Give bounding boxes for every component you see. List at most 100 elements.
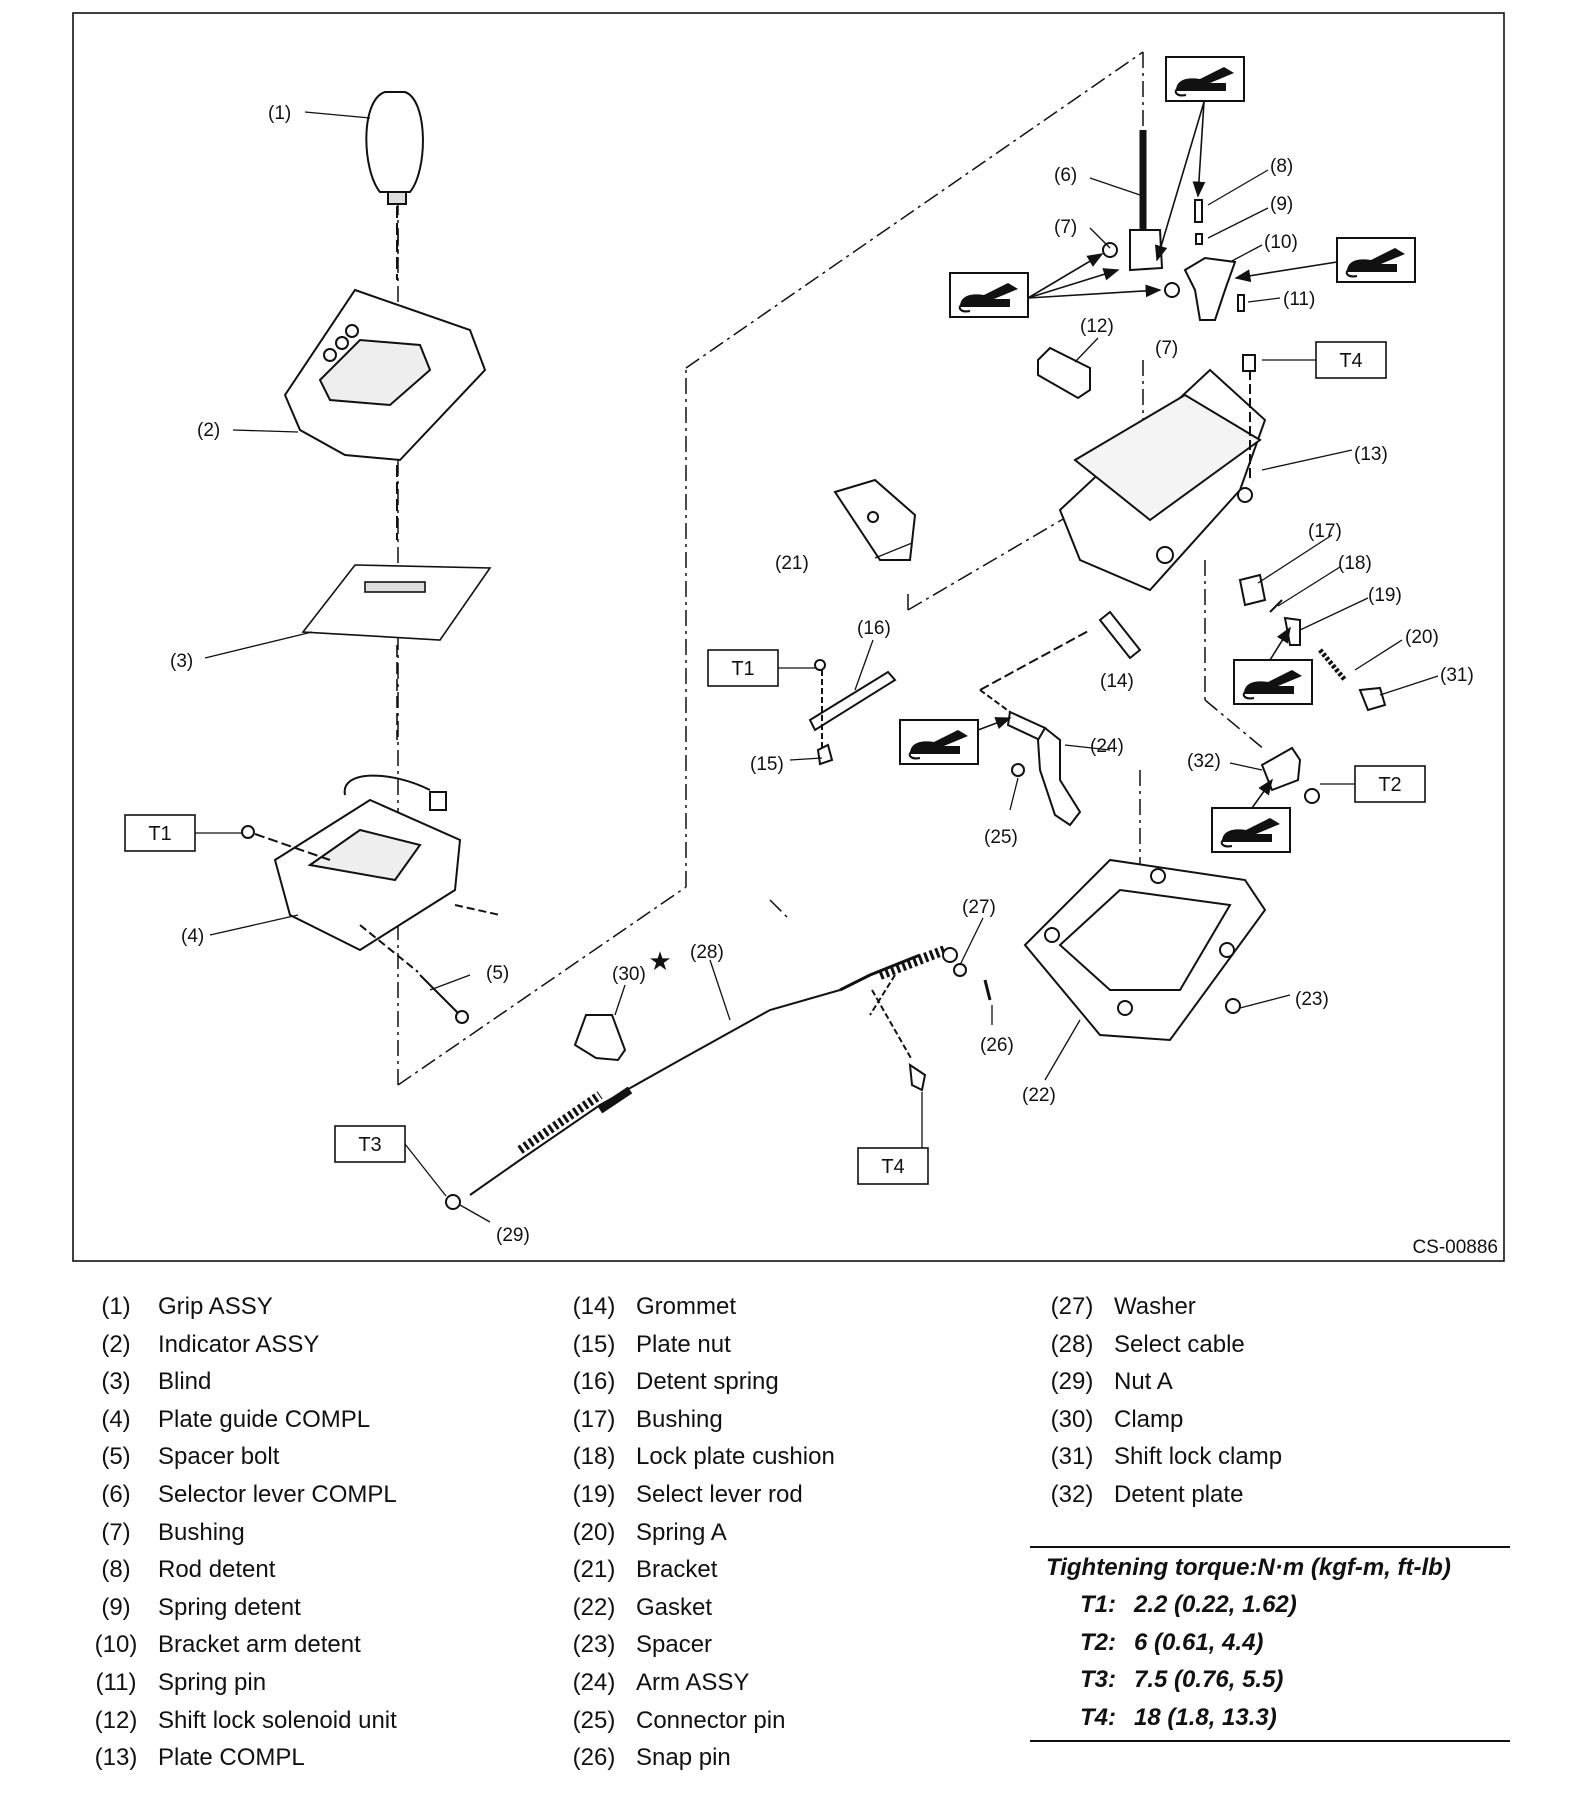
legend-row: (3) Blind xyxy=(80,1363,397,1401)
callout-label: (19) xyxy=(1368,585,1402,606)
callout-label: (12) xyxy=(1080,316,1114,337)
callout-label: (2) xyxy=(197,420,220,441)
legend-number: (18) xyxy=(572,1443,616,1471)
legend-number: (7) xyxy=(101,1518,131,1546)
torque-row: T4: 18 (1.8, 13.3) xyxy=(1030,1699,1510,1737)
legend-row: (30)Clamp xyxy=(1036,1401,1282,1439)
legend-number: (4) xyxy=(101,1405,131,1433)
legend-row: (22)Gasket xyxy=(558,1589,835,1627)
legend-column: (1)Grip ASSY (2)Indicator ASSY (3)Blind … xyxy=(80,1288,397,1777)
star-mark: ★ xyxy=(648,946,671,976)
spacer-bolt-part xyxy=(359,904,501,1024)
callout-label: (8) xyxy=(1270,156,1293,177)
callout-label: (16) xyxy=(857,618,891,639)
callout-label: (22) xyxy=(1022,1085,1056,1106)
legend-part-name: Grommet xyxy=(636,1293,737,1320)
legend-number: (3) xyxy=(101,1368,131,1396)
legend-number: (6) xyxy=(101,1480,131,1508)
legend-part-name: Select lever rod xyxy=(636,1480,803,1508)
torque-boxes: T1 T1 T2 T3 T4 T4 xyxy=(124,341,1426,1197)
legend-row: (32)Detent plate xyxy=(1036,1476,1282,1514)
shift-lock-solenoid-part xyxy=(1037,346,1091,400)
legend-part-name: Selector lever COMPL xyxy=(158,1480,397,1508)
legend-number: (27) xyxy=(1050,1293,1094,1320)
detent-spring-part xyxy=(808,659,897,766)
legend-number: (24) xyxy=(572,1668,616,1696)
legend-number: (30) xyxy=(1050,1405,1094,1433)
legend-column: (14)Grommet (15)Plate nut (16)Detent spr… xyxy=(558,1288,835,1777)
torque-row: T3:7.5 (0.76, 5.5) xyxy=(1030,1661,1510,1699)
legend-number: (13) xyxy=(94,1744,138,1772)
legend-number: (32) xyxy=(1050,1480,1094,1508)
tightening-torque-table: Tightening torque:N·m (kgf-m, ft-lb) T1:… xyxy=(1030,1546,1510,1743)
torque-value: 18 (1.8, 13.3) xyxy=(1134,1703,1277,1731)
callout-label: (17) xyxy=(1308,521,1342,542)
legend-part-name: Bushing xyxy=(158,1518,245,1546)
legend-row: (1)Grip ASSY xyxy=(80,1288,397,1326)
callout-label: (6) xyxy=(1054,165,1077,186)
legend-part-name: Bushing xyxy=(636,1405,723,1433)
callout-label: (14) xyxy=(1100,671,1134,692)
torque-box-t4-bottom: T4 xyxy=(857,1092,929,1185)
legend-part-name: Blind xyxy=(158,1368,212,1396)
callout-label: (15) xyxy=(750,754,784,775)
legend-row: (29)Nut A xyxy=(1036,1363,1282,1401)
legend-number: (25) xyxy=(572,1706,616,1734)
arm-assy-part xyxy=(979,629,1091,827)
legend-number: (20) xyxy=(572,1518,616,1546)
diagram-frame xyxy=(72,12,1505,1262)
legend-number: (31) xyxy=(1050,1443,1094,1471)
torque-row: T1:2.2 (0.22, 1.62) xyxy=(1030,1586,1510,1624)
callout-label: (28) xyxy=(690,942,724,963)
legend-row: (7) Bushing xyxy=(80,1514,397,1552)
legend-number: (2) xyxy=(101,1330,131,1358)
callout-label: (9) xyxy=(1270,194,1293,215)
callout-label: (24) xyxy=(1090,736,1124,757)
legend-row: (18)Lock plate cushion xyxy=(558,1438,835,1476)
legend-number: (21) xyxy=(572,1556,616,1584)
callout-label: (5) xyxy=(486,963,509,984)
torque-box-t1-left: T1 xyxy=(124,814,242,852)
torque-key: T4: xyxy=(1080,1703,1116,1731)
callout-label: (30) xyxy=(612,964,646,985)
legend-part-name: Select cable xyxy=(1114,1330,1245,1358)
legend-number: (19) xyxy=(572,1480,616,1508)
callout-labels: (1) (2) (3) (4) (5) (6) (7) (7) (8) (9) … xyxy=(170,103,1474,1246)
torque-box-t4-top: T4 xyxy=(1262,341,1387,379)
callout-label: (7) xyxy=(1155,338,1178,359)
callout-label: (11) xyxy=(1283,289,1315,310)
callout-label: (25) xyxy=(984,827,1018,848)
torque-key: T1: xyxy=(1080,1591,1116,1618)
legend-row: (27)Washer xyxy=(1036,1288,1282,1326)
callout-label: (26) xyxy=(980,1035,1014,1056)
grease-arrows xyxy=(977,101,1338,809)
legend-number: (26) xyxy=(572,1744,616,1772)
callout-label: (21) xyxy=(775,553,809,574)
legend-row: (31) Shift lock clamp xyxy=(1036,1438,1282,1476)
callout-label: (27) xyxy=(962,897,996,918)
bracket-part xyxy=(833,478,917,561)
grommet-part xyxy=(1098,610,1142,660)
callout-label: (4) xyxy=(181,926,204,947)
legend-number: (22) xyxy=(572,1593,616,1621)
torque-row: T2:6 (0.61, 4.4) xyxy=(1030,1624,1510,1662)
selector-lever-part xyxy=(1102,130,1180,298)
legend-part-name: Shift lock solenoid unit xyxy=(158,1706,397,1734)
legend-row: (5)Spacer bolt xyxy=(80,1438,397,1476)
torque-box-label: T1 xyxy=(731,658,754,680)
legend-part-name: Spring A xyxy=(636,1518,727,1546)
legend-number: (10) xyxy=(94,1631,138,1659)
legend-part-name: Detent spring xyxy=(636,1368,779,1396)
callout-label: (32) xyxy=(1187,751,1221,772)
legend-row: (16)Detent spring xyxy=(558,1363,835,1401)
legend-row: (24)Arm ASSY xyxy=(558,1664,835,1702)
legend-number: (1) xyxy=(101,1293,131,1320)
legend-part-name: Shift lock clamp xyxy=(1114,1443,1283,1471)
grip-assy-part xyxy=(365,91,424,280)
callout-label: (10) xyxy=(1264,232,1298,253)
detent-parts xyxy=(1183,199,1245,321)
legend-part-name: Indicator ASSY xyxy=(158,1330,320,1358)
detent-plate-part xyxy=(1260,746,1320,804)
gasket-part xyxy=(1023,858,1267,1042)
torque-key: T2: xyxy=(1080,1628,1116,1656)
